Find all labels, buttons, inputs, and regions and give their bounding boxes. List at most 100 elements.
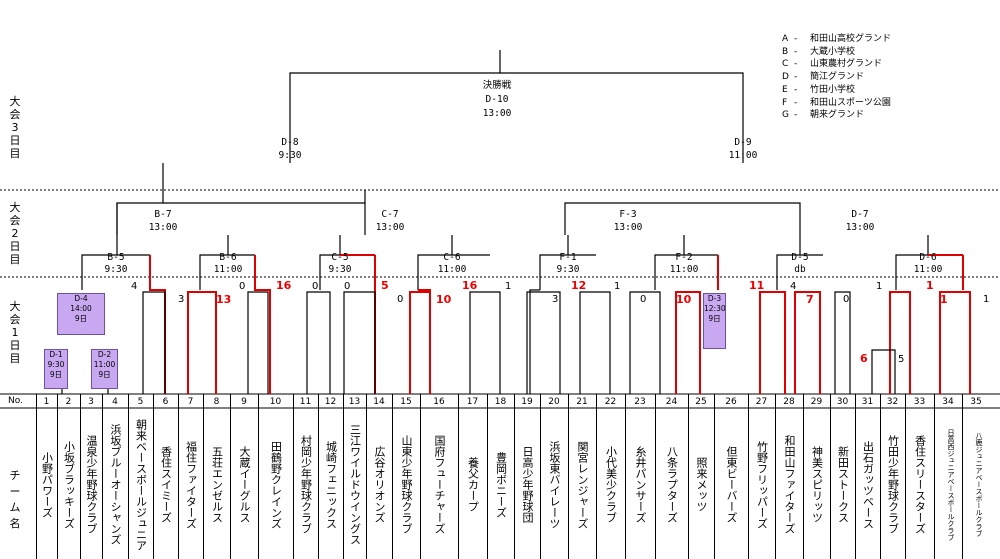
legend-dash: - [794,97,798,108]
column-divider [568,394,569,559]
legend-venue: 朝来グランド [810,110,865,121]
legend-row: C-山東農村グランド [782,58,891,71]
team-number: 19 [521,397,533,407]
match-box-d4: D-4 14:00 9日 [57,293,105,335]
r2-time: 11:00 [214,264,243,275]
bracket-line [629,291,661,394]
winner-line [418,289,431,394]
match-time: 12:30 [704,304,726,313]
match-box-d2: D-2 11:00 9日 [91,349,118,389]
r2-code: C-6 [443,252,460,263]
score: 1 [926,279,934,292]
column-divider [855,394,856,559]
team-number: 33 [913,397,926,407]
day1-label: 大会1日目 [9,300,21,365]
team-number: 34 [942,397,954,407]
legend-row: B-大蔵小学校 [782,46,891,59]
winner-line [675,291,701,394]
match-time: 11:00 [93,360,116,369]
team-name: 出石ガッツベース [861,440,875,529]
r2-time: 9:30 [329,264,352,275]
legend-venue: 簡江グランド [810,72,865,83]
team-number: 12 [324,397,337,407]
score: 0 [239,281,245,292]
bracket-line [871,349,896,394]
qf-code: C-7 [381,209,398,220]
bracket-line [289,72,744,130]
final-label: 決勝戦 D-10 13:00 [483,79,512,119]
legend-row: F-和田山スポーツ公園 [782,97,891,110]
scores: 4 3 13 0 16 0 0 5 0 10 16 1 3 12 1 0 10 … [131,279,989,365]
match-code: D-3 [707,294,722,303]
r2-time: 9:30 [105,264,128,275]
day2-label: 大会2日目 [9,201,21,266]
semi-time: 9:30 [279,150,302,161]
team-name: 小代美少クラブ [604,446,618,523]
bracket-line [564,202,801,235]
legend-key: E [782,84,788,95]
column-divider [458,394,459,559]
legend-dash: - [794,34,798,44]
r2-time: db [794,264,806,275]
score: 6 [860,352,868,365]
team-name: 糸井パンサーズ [634,446,647,523]
match-day: 9日 [74,314,88,323]
match-day: 9日 [708,314,721,323]
qf-time: 13:00 [376,222,405,233]
team-number: 25 [695,397,707,407]
team-number: 26 [725,397,737,407]
bracket-line [776,235,801,290]
team-name: 日高少年野球団 [521,446,534,523]
legend-key: G [782,110,789,121]
winner-line [794,291,821,394]
team-name: 朝来ベースボールジュニア [134,418,148,551]
score: 5 [898,354,904,365]
column-divider [293,394,294,559]
team-number: 24 [665,397,678,407]
column-divider [203,394,204,559]
r2-time: 11:00 [438,264,467,275]
winner-line [187,291,217,394]
score: 1 [614,281,620,292]
column-divider [57,394,58,559]
column-divider [153,394,154,559]
venue-legend: A-和田山高校グランド B-大蔵小学校 C-山東農村グランド D-簡江グランド … [782,33,891,122]
team-number: 27 [755,397,768,407]
header-no: No. [8,396,23,406]
legend-dash: - [794,72,798,83]
qf-time: 13:00 [149,222,178,233]
team-number: 18 [494,397,507,407]
score: 4 [790,281,796,292]
legend-key: C [782,59,789,70]
bracket-line [526,291,561,394]
r2-code: C-5 [331,252,348,263]
r2-code: D-6 [919,252,936,263]
team-number: 11 [299,397,312,407]
winner-line [939,291,971,394]
team-name: 八条ラプターズ [665,446,679,523]
score: 1 [983,294,989,305]
match-time: 14:00 [70,304,92,313]
legend-venue: 和田山高校グランド [810,34,892,44]
column-divider [880,394,881,559]
team-name: 新田ストークス [836,446,850,523]
column-divider [803,394,804,559]
legend-key: F [782,97,788,108]
team-name: 竹田少年野球クラブ [886,435,900,534]
column-divider [688,394,689,559]
bracket-line [417,235,453,290]
bracket-line [81,203,118,290]
team-name: 広谷オリオンズ [373,446,386,523]
score: 16 [276,279,292,292]
qf-time: 13:00 [614,222,643,233]
team-number: 13 [348,397,361,407]
header-team: チーム名 [9,469,21,530]
team-name: 小野パワーズ [40,451,54,518]
winner-line [889,291,911,394]
qf-time: 13:00 [846,222,875,233]
r2-code: D-5 [791,252,808,263]
column-divider [540,394,541,559]
score: 4 [131,281,137,292]
team-number: 9 [241,397,247,407]
bracket-line [306,291,331,394]
